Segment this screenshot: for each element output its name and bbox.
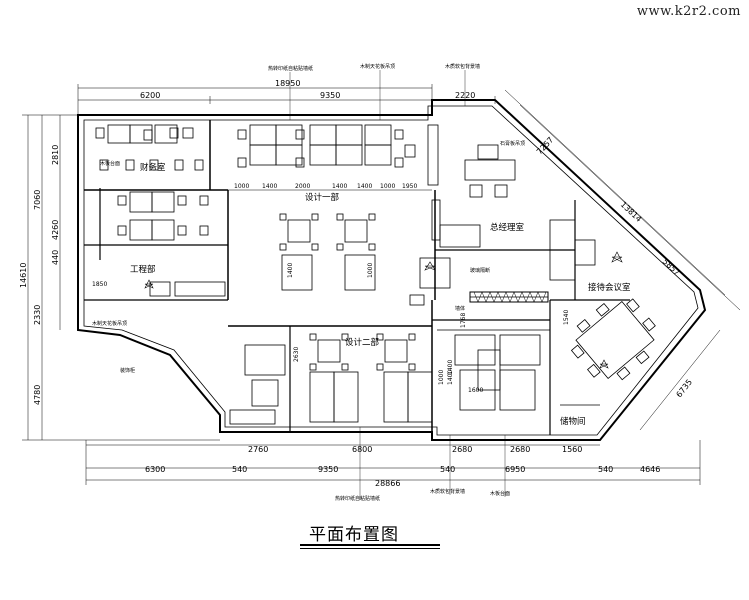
dim-left-part: 7060: [33, 190, 42, 210]
desk-group-engineering: [117, 191, 226, 297]
conference-furniture: [570, 298, 656, 381]
round-table-group-1: [279, 213, 376, 251]
dim-right-small: 2630: [293, 347, 300, 362]
note-label: 木板台面: [100, 160, 120, 167]
note-label: 木质软包背景墙: [445, 63, 480, 70]
dim-bottom: 540: [598, 465, 613, 474]
note-label: 玻璃隔断: [470, 267, 490, 274]
dim-top-part: 6200: [140, 91, 160, 100]
dim-right-small: 1000: [367, 263, 374, 278]
dim-right-small: 1768: [460, 313, 467, 328]
dim-bottom: 540: [232, 465, 247, 474]
watermark: www.k2r2.com: [636, 4, 741, 19]
note-label: 木质软包背景墙: [430, 488, 465, 495]
dim-row-segment: 1000: [380, 183, 395, 190]
dim-row-segment: 1950: [402, 183, 417, 190]
note-label: 墙体: [455, 305, 465, 312]
title-underline: [300, 544, 440, 546]
dim-top-overall: 18950: [275, 79, 300, 88]
dim-left-small: 4260: [51, 220, 60, 240]
note-label: 木板台面: [490, 490, 510, 497]
dim-row-segment: 1000: [234, 183, 249, 190]
dim-bottom-overall: 28866: [375, 479, 400, 488]
dim-bottom: 4646: [640, 465, 660, 474]
dim-right-overall: 13814: [619, 200, 644, 224]
dim-bottom: 1560: [562, 445, 582, 454]
dim-right-part: 6735: [674, 378, 694, 400]
dim-right-small: 1600: [468, 387, 483, 394]
dim-bottom: 6950: [505, 465, 525, 474]
note-label: 热转印纸自粘贴墙纸: [335, 495, 380, 502]
drawing-title: 平面布置图: [309, 525, 399, 545]
dim-left-overall: 14610: [19, 263, 28, 288]
room-label-finance: 财务室: [140, 162, 166, 173]
desk-group-design-1: [237, 124, 416, 168]
dim-left-small: 440: [51, 250, 60, 265]
note-label: 木制天花板吊顶: [360, 63, 395, 70]
dim-bottom: 6300: [145, 465, 165, 474]
dim-bottom: 2760: [248, 445, 268, 454]
desk-group-design-2: [229, 333, 433, 425]
dim-bottom: 2680: [452, 445, 472, 454]
dim-left-small: 2810: [51, 145, 60, 165]
dim-bottom: 540: [440, 465, 455, 474]
note-label: 木制天花板吊顶: [92, 320, 127, 327]
dim-row-segment: 1400: [262, 183, 277, 190]
plant-icon-group: [144, 251, 623, 369]
room-label-design-2: 设计二部: [345, 337, 380, 348]
room-label-manager: 总经理室: [490, 222, 525, 233]
note-label: 热转印纸自粘贴墙纸: [268, 65, 313, 72]
note-label: 石膏板吊顶: [500, 140, 525, 147]
note-label: 装饰柜: [120, 367, 135, 374]
dim-right-small: 1400: [287, 263, 294, 278]
dim-right-part: 5857: [661, 257, 682, 277]
dim-right-small: 1000: [438, 370, 445, 385]
dim-bottom: 6800: [352, 445, 372, 454]
dim-right-small: 1400: [447, 360, 454, 375]
room-label-storage: 储物间: [560, 416, 586, 427]
dim-bottom: 9350: [318, 465, 338, 474]
dim-top-part: 9350: [320, 91, 340, 100]
dim-row-segment: 2000: [295, 183, 310, 190]
dim-right-small: 1540: [563, 310, 570, 325]
dim-row-segment: 1400: [332, 183, 347, 190]
dim-bottom: 2680: [510, 445, 530, 454]
title-underline-thin: [300, 548, 440, 549]
room-label-conference: 接待会议室: [588, 282, 631, 293]
reception-furniture: [454, 334, 541, 411]
dim-left-part: 4780: [33, 385, 42, 405]
dim-left-small: 1850: [92, 281, 107, 288]
manager-furniture: [439, 144, 596, 281]
desk-group-finance: [95, 124, 204, 171]
dim-left-part: 2330: [33, 305, 42, 325]
dim-right-small: 1400: [447, 370, 454, 385]
dim-row-segment: 1400: [357, 183, 372, 190]
room-label-engineering: 工程部: [130, 264, 156, 275]
room-label-design-1: 设计一部: [305, 192, 340, 203]
